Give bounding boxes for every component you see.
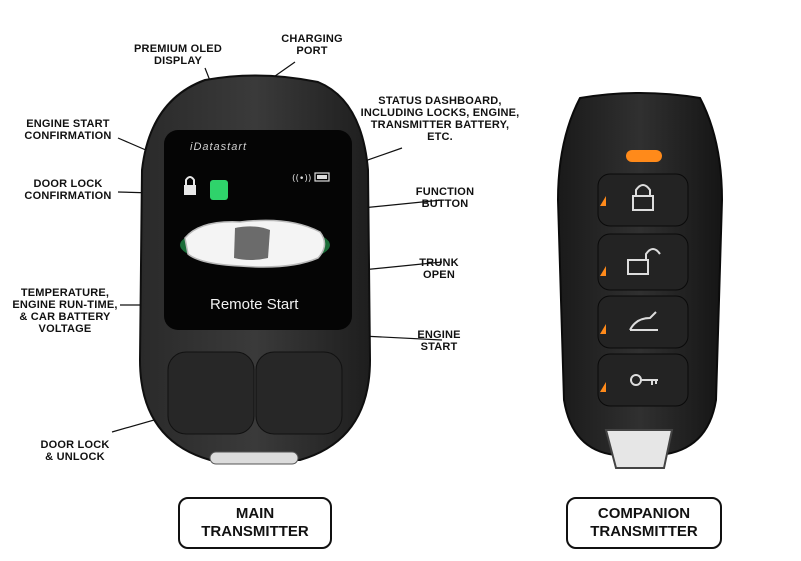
lock-button [167,351,255,435]
trunk-button [597,295,689,349]
callout-charging-port: CHARGING PORT [281,33,343,57]
key-icon [630,374,658,386]
brand-logo: iDatastart [190,141,248,153]
callout-status-dashboard: STATUS DASHBOARD, INCLUDING LOCKS, ENGIN… [360,95,520,143]
callout-door-lock-unlock: DOOR LOCK & UNLOCK [40,439,110,463]
car-image [180,219,330,268]
caption-main-transmitter: MAIN TRANSMITTER [178,497,332,549]
companion-buttons [597,173,689,407]
callout-function-button: FUNCTION BUTTON [415,186,475,210]
callout-engine-start-confirmation: ENGINE START CONFIRMATION [24,118,112,142]
unlock-button [255,351,343,435]
callout-premium-oled: PREMIUM OLED DISPLAY [134,43,222,67]
callout-trunk-open: TRUNK OPEN [419,257,459,281]
lock-icon [184,185,196,195]
lock-button [597,173,689,227]
unlock-icon [627,248,661,275]
lock-icon [632,184,654,211]
callout-engine-start: ENGINE START [417,329,461,353]
status-led [626,150,662,162]
caption-companion-transmitter: COMPANION TRANSMITTER [566,497,722,549]
screen-text: Remote Start [210,296,299,313]
battery-icon [314,172,330,182]
status-icons: ((•)) [184,172,330,200]
callout-door-lock-confirmation: DOOR LOCK CONFIRMATION [24,178,112,202]
callout-temperature: TEMPERATURE, ENGINE RUN-TIME, & CAR BATT… [12,287,118,335]
unlock-button [597,233,689,291]
trunk-icon [629,311,658,331]
engine-icon [210,180,228,200]
signal-icon: ((•)) [292,174,311,184]
